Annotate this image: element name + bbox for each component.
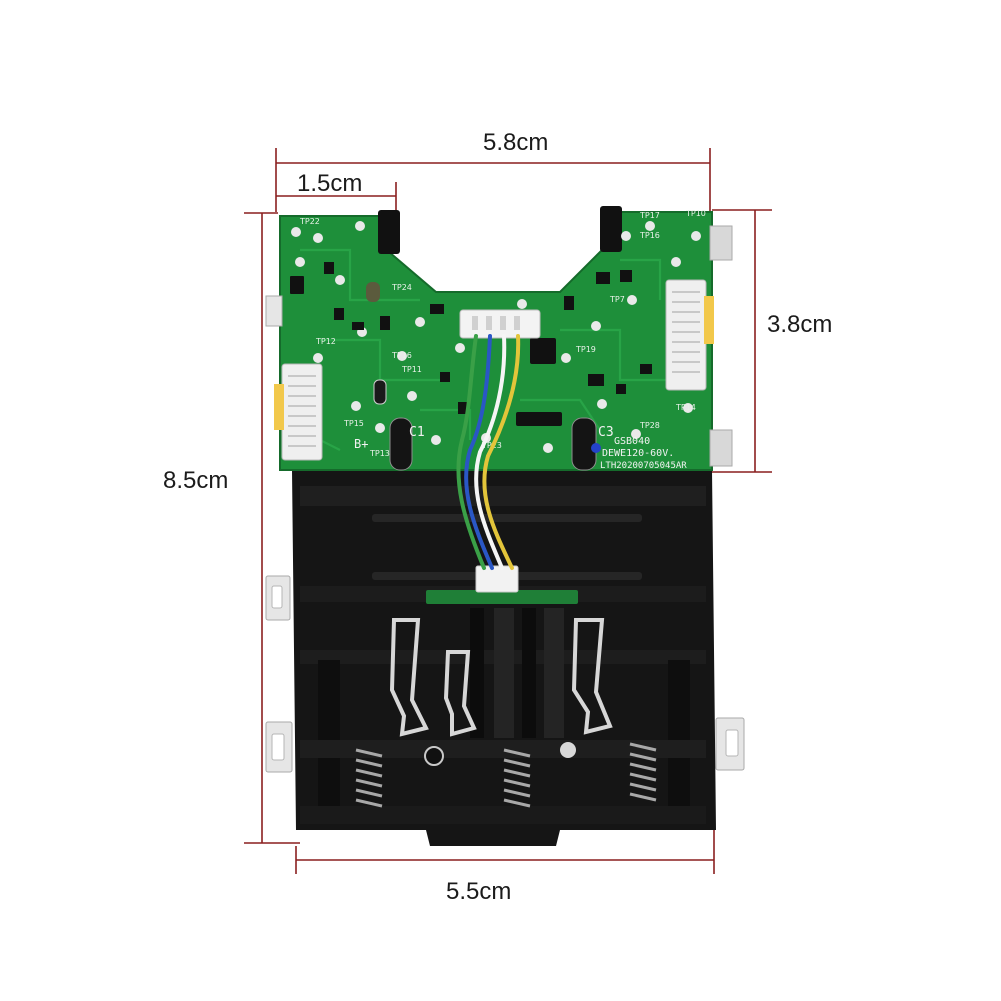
inductor <box>366 282 380 302</box>
tp-label: TP12 <box>315 337 336 346</box>
coil-spring-right <box>629 742 657 802</box>
dimension-lines <box>244 148 772 874</box>
dimension-label-top-width: 5.8cm <box>483 129 549 156</box>
tp-label: TP24 <box>391 283 412 292</box>
tp-label: TP16 <box>391 351 412 360</box>
coil-spring-center <box>503 748 531 808</box>
b-plus-label: B+ <box>354 437 368 451</box>
mount-tab-slot <box>725 729 739 757</box>
bms-pcb: C1 C3 B+ GSB040 DEWE120-60V. LTH20200705… <box>265 206 733 471</box>
pcb-model-label: GSB040 <box>614 436 650 447</box>
cap-label-c1: C1 <box>409 425 425 440</box>
terminal-divider <box>494 608 514 738</box>
wire-blue <box>464 334 494 570</box>
tp-label: TP22 <box>299 217 320 226</box>
coil-spring-left <box>355 748 383 808</box>
pcb-voltage-label: DEWE120-60V. <box>602 448 674 459</box>
blue-marker <box>591 443 601 453</box>
housing-rail <box>300 806 706 824</box>
diode <box>373 379 387 405</box>
tp-label: TP13 <box>369 449 390 458</box>
connector-pins-top <box>472 316 520 330</box>
connector-tab-right <box>704 296 714 344</box>
tp-label: TP7 <box>609 295 625 304</box>
mount-tab-slot <box>271 585 283 609</box>
connector-tab-left <box>274 384 284 430</box>
tp-label: TP15 <box>343 419 364 428</box>
dimension-label-bottom-width: 5.5cm <box>446 878 512 905</box>
housing-pin <box>560 742 576 758</box>
balance-connector-right <box>665 279 707 391</box>
wire-connector-bottom <box>475 565 519 593</box>
terminal-divider <box>522 608 536 738</box>
tp-label: TP19 <box>575 345 596 354</box>
spring-contact-left <box>389 618 429 737</box>
tp-label: TP16 <box>639 231 660 240</box>
dimension-label-right-height: 3.8cm <box>767 311 833 338</box>
smd-components <box>290 262 652 426</box>
tp-label: TP14 <box>675 403 696 412</box>
capacitor-c3 <box>571 417 597 471</box>
wire-yellow <box>482 334 521 570</box>
dimension-label-top-inset: 1.5cm <box>297 170 363 197</box>
housing-hole <box>424 746 444 766</box>
spring-contact-right <box>571 618 613 735</box>
board-clip-right <box>600 206 622 252</box>
capacitor-c1 <box>389 417 413 471</box>
connector-pins-left <box>288 375 316 447</box>
wire-green <box>456 334 486 570</box>
terminal-housing <box>265 470 745 846</box>
cap-label-c3: C3 <box>598 425 614 440</box>
housing-rail <box>300 740 706 758</box>
housing-slot <box>372 514 642 522</box>
housing-rail <box>300 486 706 506</box>
pcb-traces <box>298 248 680 451</box>
pcb-batch-label: LTH20200705045AR <box>600 461 687 471</box>
tp-label: TP10 <box>685 209 706 218</box>
connector-pins-right <box>672 291 700 373</box>
board-tab-left <box>265 295 283 327</box>
wire-white <box>474 334 507 570</box>
board-tab-right-lower <box>709 429 733 467</box>
terminal-divider <box>544 608 564 738</box>
dimension-label-left-height: 8.5cm <box>163 467 229 494</box>
tp-label: TP28 <box>639 421 660 430</box>
board-tab-right-upper <box>709 225 733 261</box>
mount-tab-slot <box>271 733 285 761</box>
tp-label: TP11 <box>401 365 422 374</box>
spring-contact-mid <box>443 650 477 737</box>
wire-harness <box>456 334 521 570</box>
tp-label: TP17 <box>639 211 660 220</box>
terminal-divider <box>470 608 484 738</box>
terminal-mini-board <box>426 590 578 604</box>
board-clip-left <box>378 210 400 254</box>
